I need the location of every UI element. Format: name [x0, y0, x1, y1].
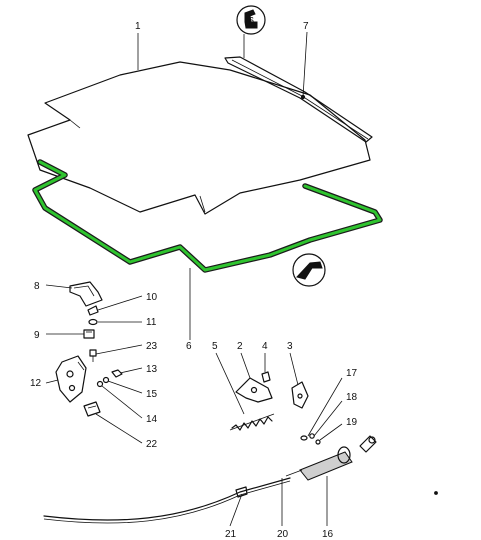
washer-10 — [87, 305, 99, 316]
label-11: 11 — [146, 317, 157, 328]
label-2: 2 — [237, 341, 243, 352]
trim-strip — [224, 56, 373, 143]
label-23: 23 — [146, 341, 158, 352]
label-14: 14 — [146, 414, 158, 425]
striker-22 — [83, 401, 101, 417]
label-19: 19 — [346, 417, 358, 428]
label-5: 5 — [212, 341, 218, 352]
washer-15 — [102, 376, 110, 384]
lid-seal — [32, 159, 383, 273]
trunk-lid-panel — [27, 61, 371, 215]
label-8: 8 — [34, 281, 40, 292]
label-4: 4 — [262, 341, 268, 352]
label-16: 16 — [322, 529, 334, 540]
release-cable — [43, 469, 303, 524]
label-10: 10 — [146, 292, 158, 303]
label-3: 3 — [287, 341, 293, 352]
label-13: 13 — [146, 364, 158, 375]
label-17: 17 — [346, 368, 358, 379]
callout-section-letter: 6 — [249, 16, 255, 27]
screw-13 — [111, 369, 123, 378]
bolt-9 — [83, 329, 95, 339]
marker-dot — [434, 491, 438, 495]
catch-3 — [291, 381, 309, 409]
lock-cylinder — [299, 435, 377, 481]
hinge-bracket — [69, 281, 103, 307]
label-18: 18 — [346, 392, 358, 403]
fastener-19 — [315, 439, 321, 445]
seal-profile-icon — [292, 253, 326, 287]
strip-profile-icon: 6 — [236, 5, 266, 35]
label-6: 6 — [186, 341, 192, 352]
label-12: 12 — [30, 378, 42, 389]
screw-23 — [89, 349, 97, 362]
fastener-17 — [300, 435, 308, 441]
spring-5 — [229, 413, 275, 431]
label-20: 20 — [277, 529, 289, 540]
leader-lines — [45, 31, 343, 527]
label-22: 22 — [146, 439, 158, 450]
label-7: 7 — [303, 21, 309, 32]
label-9: 9 — [34, 330, 40, 341]
washer-11 — [88, 318, 98, 326]
pin-4 — [261, 371, 271, 383]
lock-assembly — [55, 355, 87, 403]
label-15: 15 — [146, 389, 158, 400]
fastener-18 — [309, 433, 315, 439]
nut-14 — [96, 380, 104, 388]
label-1: 1 — [135, 21, 141, 32]
part-numbers: 1 7 8 10 11 9 23 6 5 2 4 3 13 17 12 15 1… — [30, 21, 358, 540]
label-21: 21 — [225, 529, 237, 540]
